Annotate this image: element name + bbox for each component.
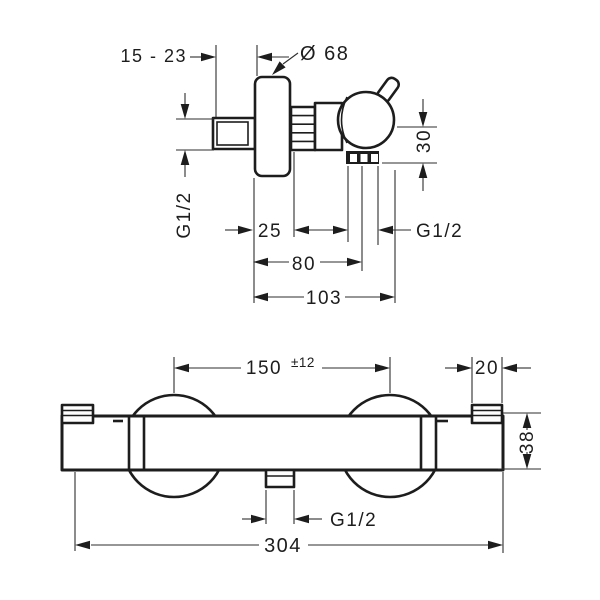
knob-face-edge [340,96,348,144]
dim-bottom-outlet-thread: G1/2 [330,510,377,531]
side-view-arrowheads [180,52,428,302]
dim-hose-outlet-thread: G1/2 [416,221,463,242]
side-view-dimension-lines [176,45,437,303]
dim-body-diameter: 38 [517,430,538,454]
supply-pipe [211,116,257,151]
front-view: 150 ±12 20 38 G1/2 304 [60,355,541,557]
dim-projection-range: 15 - 23 [120,46,187,66]
control-knob [336,90,396,150]
union-nut [289,105,317,152]
side-view: 15 - 23 Ø 68 G1/2 25 G1/2 30 80 103 [120,43,463,309]
bottom-outlet [264,468,296,489]
wall-union-left [113,416,146,470]
dim-end-cap-width: 20 [475,358,499,379]
front-view-arrowheads [75,363,532,550]
dim-overall-width: 304 [264,535,302,557]
end-cap-left [60,403,95,425]
mixer-bar [60,414,505,472]
dim-connection-centers: 150 [246,358,282,379]
dim-escutcheon-diameter: Ø 68 [300,43,349,65]
dim-outlet-drop: 30 [414,129,435,153]
end-cap-right [470,403,504,425]
wall-union-right [419,416,448,470]
dim-connection-centers-tolerance: ±12 [291,355,315,370]
front-view-dimension-lines [74,357,541,553]
dim-depth-to-hose-outlet: 80 [292,254,316,275]
dim-total-projection: 103 [306,288,342,309]
wall-escutcheon-side [253,75,292,178]
dim-inlet-thread: G1/2 [174,191,195,238]
dim-escutcheon-depth: 25 [258,221,282,242]
hose-connector [346,151,379,164]
